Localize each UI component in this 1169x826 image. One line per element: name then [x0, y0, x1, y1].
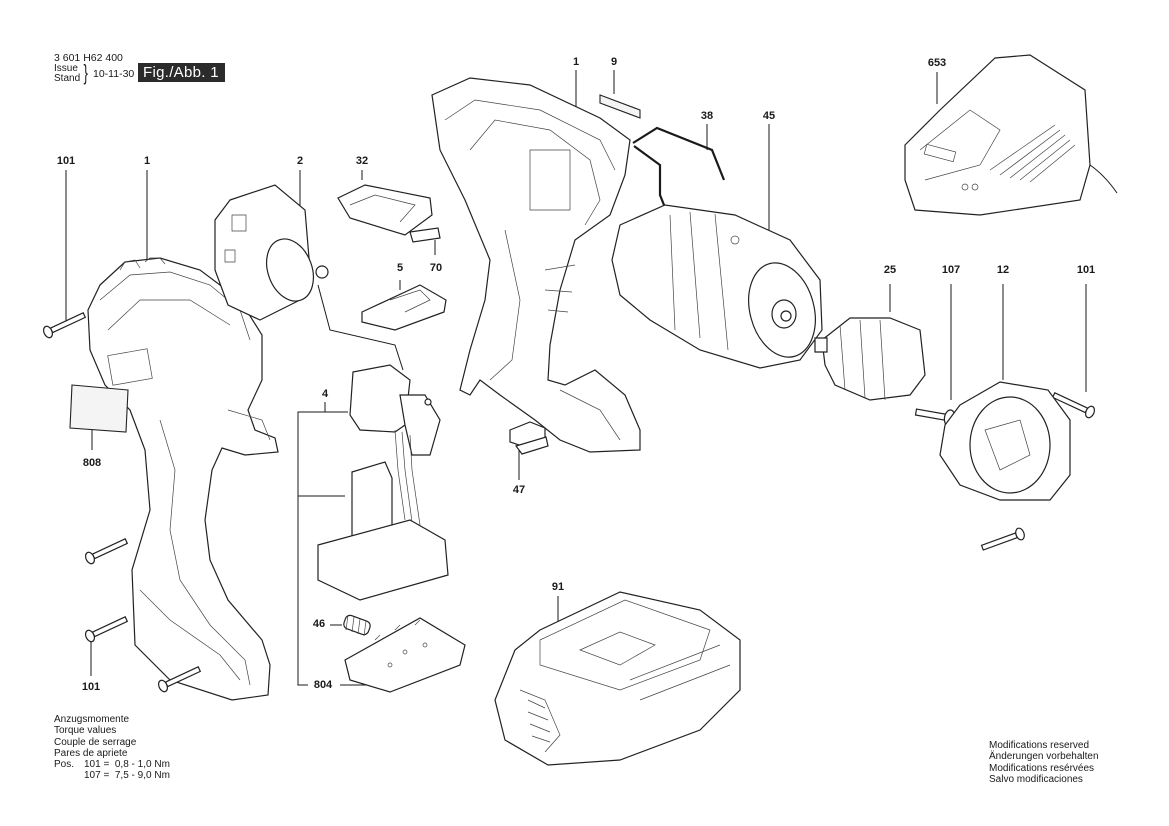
part-label-808	[70, 385, 128, 432]
part-clip	[410, 228, 440, 242]
part-number-70: 70	[429, 262, 443, 274]
torque-eq: =	[103, 759, 110, 771]
part-number-101: 101	[81, 681, 101, 693]
torque-pos: 101	[84, 759, 101, 771]
part-number-5: 5	[396, 262, 404, 274]
document-number: 3 601 H62 400	[54, 52, 123, 64]
part-slide	[362, 285, 446, 330]
torque-value: 0,8 - 1,0 Nm	[114, 759, 170, 771]
torque-notes: Anzugsmomente Torque values Couple de se…	[54, 714, 170, 782]
part-wire-bracket	[633, 128, 724, 220]
torque-value: 7,5 - 9,0 Nm	[114, 770, 170, 782]
part-housing-ring	[940, 382, 1070, 500]
part-motor	[215, 185, 403, 370]
part-number-808: 808	[82, 457, 102, 469]
torque-heading-en: Torque values	[54, 725, 117, 737]
part-number-653: 653	[927, 57, 947, 69]
part-number-91: 91	[551, 581, 565, 593]
part-number-2: 2	[296, 155, 304, 167]
part-contact-plate	[345, 618, 465, 692]
pos-label: Pos.	[54, 759, 75, 771]
part-switch-assembly	[318, 365, 448, 600]
modifications-fr: Modifications resérvées	[989, 762, 1095, 774]
part-battery	[495, 592, 740, 765]
torque-row-107: 107 = 7,5 - 9,0 Nm	[54, 770, 170, 781]
part-number-47: 47	[512, 484, 526, 496]
part-number-4: 4	[321, 388, 329, 400]
issue-stand-labels: Issue Stand	[54, 64, 80, 84]
torque-row-101: Pos. 101 = 0,8 - 1,0 Nm	[54, 759, 170, 770]
part-number-12: 12	[996, 264, 1010, 276]
part-number-1: 1	[143, 155, 151, 167]
part-number-1: 1	[572, 56, 580, 68]
modifications-notice: Modifications reserved Änderungen vorbeh…	[989, 740, 1099, 785]
part-number-32: 32	[355, 155, 369, 167]
stand-label: Stand	[54, 73, 81, 84]
part-number-107: 107	[941, 264, 961, 276]
modifications-de: Änderungen vorbehalten	[989, 751, 1099, 763]
part-nameplate	[600, 95, 640, 118]
part-screws-101	[42, 310, 1096, 693]
part-number-25: 25	[883, 264, 897, 276]
part-charger	[905, 55, 1117, 215]
part-gearbox	[612, 205, 825, 368]
torque-heading-es: Pares de apriete	[54, 747, 128, 759]
torque-pos: 107	[84, 770, 101, 782]
part-direction-switch	[338, 185, 432, 235]
issue-label: Issue	[54, 63, 78, 74]
torque-heading-de: Anzugsmomente	[54, 714, 130, 725]
torque-eq: =	[103, 770, 110, 782]
brace: }	[83, 60, 88, 85]
leader-bracket-4-804	[298, 412, 348, 685]
part-number-101: 101	[1076, 264, 1096, 276]
part-number-9: 9	[610, 56, 618, 68]
figure-badge: Fig./Abb. 1	[138, 63, 225, 82]
torque-heading-fr: Couple de serrage	[54, 736, 137, 748]
part-housing-left	[88, 258, 278, 700]
modifications-es: Salvo modificaciones	[989, 773, 1083, 785]
part-number-46: 46	[312, 618, 326, 630]
issue-date: 10-11-30	[93, 68, 135, 80]
part-number-45: 45	[762, 110, 776, 122]
part-number-101: 101	[56, 155, 76, 167]
part-chuck	[815, 318, 925, 400]
part-housing-center	[432, 78, 640, 452]
part-number-38: 38	[700, 110, 714, 122]
part-spring	[342, 614, 371, 636]
part-pad	[510, 422, 548, 454]
modifications-en: Modifications reserved	[989, 740, 1090, 751]
part-number-804: 804	[313, 679, 333, 691]
leader-lines	[66, 70, 1086, 685]
